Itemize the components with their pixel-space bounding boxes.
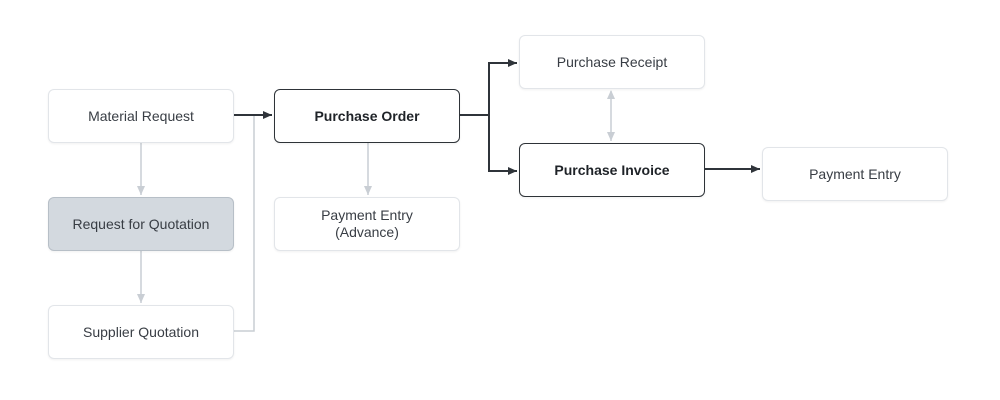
node-label: Purchase Receipt — [556, 53, 668, 70]
node-label: Request for Quotation — [72, 215, 210, 232]
node-label: Payment Entry (Advance) — [321, 207, 413, 240]
node-label: Payment Entry — [809, 165, 901, 182]
edge-supplier-quotation-to-po — [234, 115, 255, 332]
node-label: Material Request — [88, 107, 194, 124]
edge-po-to-purchase-invoice — [488, 115, 517, 175]
node-supplier-quotation[interactable]: Supplier Quotation — [48, 305, 234, 359]
node-purchase-invoice[interactable]: Purchase Invoice — [519, 143, 705, 197]
node-label: Supplier Quotation — [83, 323, 199, 340]
node-request-for-quotation[interactable]: Request for Quotation — [48, 197, 234, 251]
node-label: Purchase Invoice — [554, 161, 670, 178]
edge-po-to-purchase-receipt — [460, 59, 517, 116]
node-label: Purchase Order — [314, 107, 420, 124]
node-purchase-receipt[interactable]: Purchase Receipt — [519, 35, 705, 89]
node-purchase-order[interactable]: Purchase Order — [274, 89, 460, 143]
node-payment-entry-advance[interactable]: Payment Entry (Advance) — [274, 197, 460, 251]
node-material-request[interactable]: Material Request — [48, 89, 234, 143]
node-payment-entry[interactable]: Payment Entry — [762, 147, 948, 201]
